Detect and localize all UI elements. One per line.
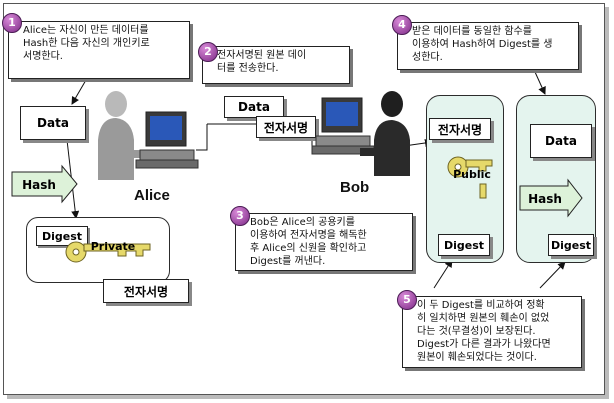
note-2: 전자서명된 원본 데이 터를 전송한다.: [202, 46, 350, 84]
alice-digest-doc: Digest: [36, 226, 88, 246]
step-badge-2: 2: [198, 42, 218, 62]
note-4-line-1: 받은 데이터를 동일한 함수를: [412, 26, 532, 37]
step-badge-5: 5: [397, 290, 417, 310]
bob-digest-right-label: Digest: [550, 238, 592, 252]
transfer-signature-box: 전자서명: [256, 116, 316, 138]
alice-signature-label: 전자서명: [123, 284, 169, 299]
note-3-line-4: Digest를 꺼낸다.: [250, 256, 326, 267]
alice-signature-label-box: 전자서명: [103, 279, 189, 303]
alice-hash-label: Hash: [22, 178, 56, 192]
note-2-line-1: 전자서명된 원본 데이: [217, 50, 307, 61]
step-badge-1: 1: [2, 13, 22, 33]
note-5-line-3: 다는 것(무결성)이 보장된다.: [417, 326, 536, 337]
step-badge-3: 3: [230, 206, 250, 226]
bob-hash-label: Hash: [528, 192, 562, 206]
note-5: 이 두 Digest를 비교하여 정확 히 일치하면 원본의 훼손이 없었 다는…: [402, 296, 582, 368]
note-1-line-1: Alice는 자신이 만든 데이터를: [23, 25, 149, 36]
bob-signature-label: 전자서명: [437, 122, 483, 137]
note-3-line-3: 후 Alice의 신원을 확인하고: [250, 243, 367, 254]
transfer-data-doc: Data: [224, 96, 284, 118]
note-1: Alice는 자신이 만든 데이터를 Hash한 다음 자신의 개인키로 서명한…: [8, 21, 190, 79]
arrow-note5-right: [539, 261, 566, 289]
arrow-note5-left: [433, 259, 453, 289]
arrow-note1-data: [71, 79, 87, 105]
alice-data-doc: Data: [20, 106, 86, 140]
note-3-line-1: Bob은 Alice의 공용키를: [250, 217, 355, 228]
note-2-line-2: 터를 전송한다.: [217, 63, 279, 74]
note-4-line-3: 성한다.: [412, 52, 443, 63]
alice-data-label: Data: [37, 116, 69, 130]
alice-private-key-label: Private: [90, 240, 136, 253]
note-5-line-1: 이 두 Digest를 비교하여 정확: [417, 300, 545, 311]
transfer-signature-label: 전자서명: [263, 120, 309, 135]
note-1-line-3: 서명한다.: [23, 51, 63, 62]
bob-signature-box: 전자서명: [429, 118, 491, 140]
bob-data-doc: Data: [530, 124, 592, 158]
note-5-line-4: Digest가 다른 결과가 나왔다면: [417, 339, 551, 350]
bob-public-key-label: Public: [453, 168, 491, 181]
bob-digest-right-doc: Digest: [548, 234, 594, 256]
step-badge-4: 4: [392, 15, 412, 35]
arrow-note4-panel: [534, 71, 546, 95]
note-3-line-2: 이용하여 전자서명을 해독한: [250, 230, 367, 241]
bob-digest-left-label: Digest: [443, 238, 485, 252]
note-5-line-2: 히 일치하면 원본의 훼손이 없었: [417, 313, 550, 324]
bob-name: Bob: [340, 179, 370, 196]
arrow-alice-line: [196, 124, 208, 151]
note-3: Bob은 Alice의 공용키를 이용하여 전자서명을 해독한 후 Alice의…: [235, 213, 413, 271]
note-1-line-2: Hash한 다음 자신의 개인키로: [23, 38, 150, 49]
note-4-line-2: 이용하여 Hash하여 Digest를 생: [412, 39, 553, 50]
note-4: 받은 데이터를 동일한 함수를 이용하여 Hash하여 Digest를 생 성한…: [397, 22, 579, 70]
bob-data-label: Data: [545, 134, 577, 148]
transfer-data-label: Data: [238, 100, 270, 114]
alice-name: Alice: [134, 187, 170, 204]
alice-digest-label: Digest: [41, 229, 83, 243]
bob-digest-left-doc: Digest: [438, 234, 490, 256]
note-5-line-5: 원본이 훼손되었다는 것이다.: [417, 352, 537, 363]
